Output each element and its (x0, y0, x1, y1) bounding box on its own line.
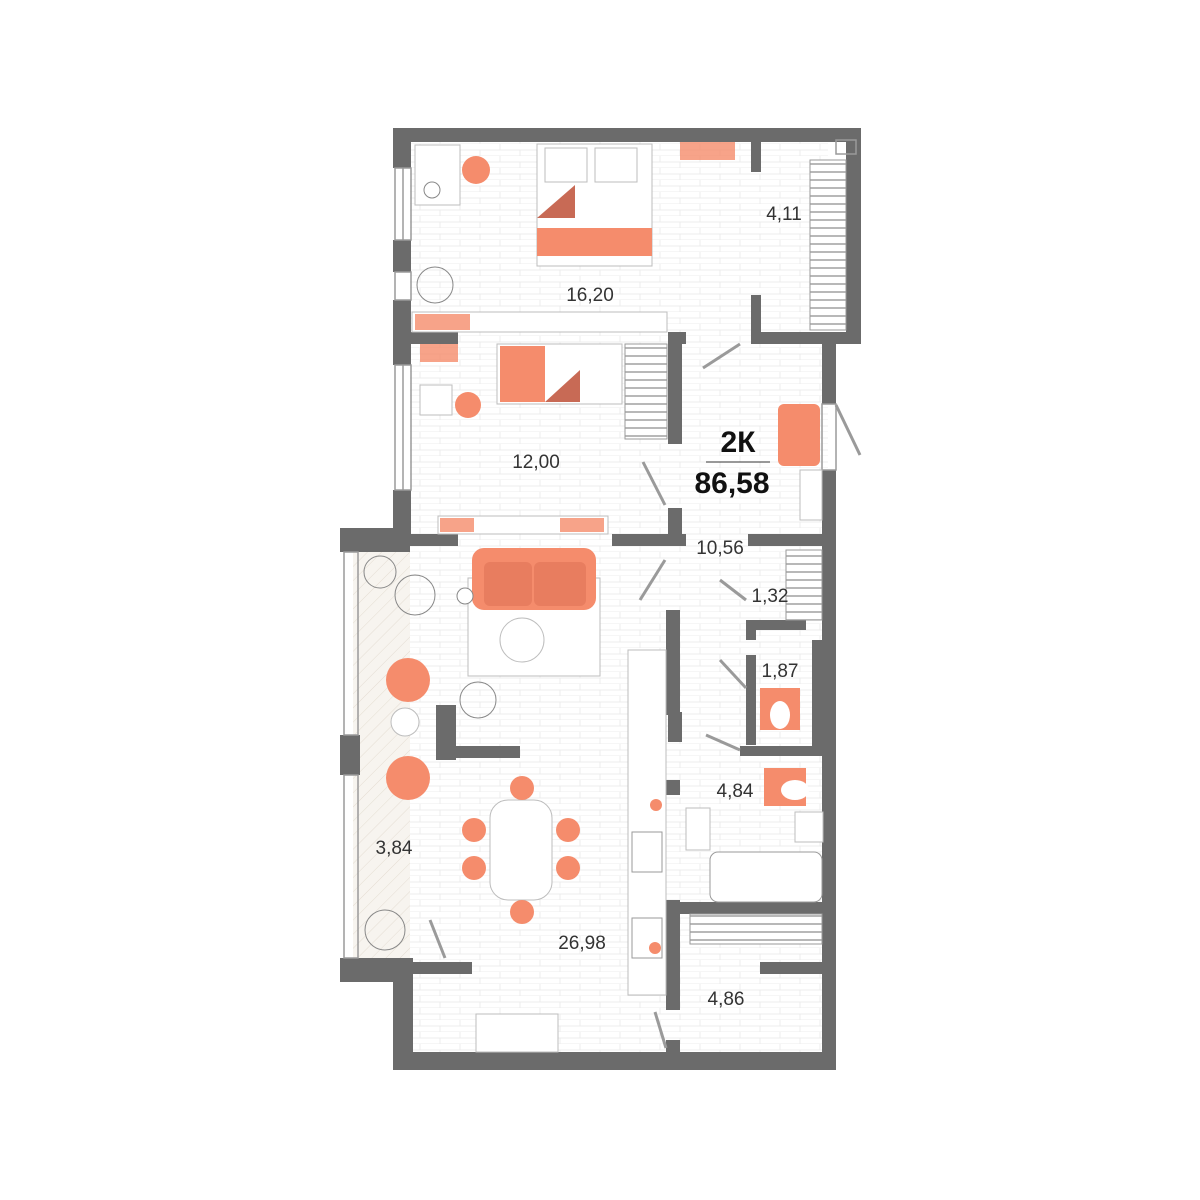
balcony-floor (353, 550, 410, 958)
windows (343, 139, 857, 959)
plant-icon (416, 266, 454, 304)
apartment-type: 2К (721, 426, 757, 459)
area-label-closet: 1,32 (752, 586, 789, 607)
chair (462, 156, 490, 184)
dining-table (489, 799, 553, 901)
chair (455, 392, 481, 418)
bathroom-fixtures (685, 688, 824, 903)
plant-icon (364, 909, 406, 951)
area-label-bedroom-second: 12,00 (512, 452, 560, 473)
area-label-hall: 10,56 (696, 538, 744, 559)
kitchen-furniture (475, 649, 667, 1053)
area-label-bathroom: 4,84 (717, 781, 754, 802)
bench (778, 404, 820, 466)
hall-furniture (778, 404, 823, 621)
living-room-furniture (456, 548, 601, 924)
bathtub (709, 851, 823, 903)
doors (428, 342, 862, 1049)
area-label-bedroom-main: 16,20 (566, 285, 614, 306)
bedroom-main-furniture (411, 142, 735, 333)
bedroom-second-furniture (419, 343, 668, 535)
plant-icon (394, 574, 436, 616)
room-labels: 16,20 4,11 12,00 10,56 1,32 1,87 4,84 26… (376, 204, 802, 1010)
walls (340, 128, 861, 1070)
plant-icon (423, 181, 441, 199)
apartment-total-area: 86,58 (694, 467, 769, 500)
plant-icon (459, 681, 497, 719)
area-label-toilet: 1,87 (762, 661, 799, 682)
area-label-balcony: 3,84 (376, 838, 413, 859)
apartment-title: 2К 86,58 (694, 426, 770, 500)
balcony-furniture (363, 555, 436, 951)
area-label-living-kitchen: 26,98 (558, 933, 606, 954)
wardrobe-dressing (809, 159, 847, 331)
coffee-table (499, 617, 545, 663)
sink (631, 831, 663, 873)
storage-shelving (689, 913, 823, 945)
area-label-dressing: 4,11 (766, 204, 802, 225)
area-label-storage: 4,86 (708, 989, 745, 1010)
plant-icon (363, 555, 397, 589)
